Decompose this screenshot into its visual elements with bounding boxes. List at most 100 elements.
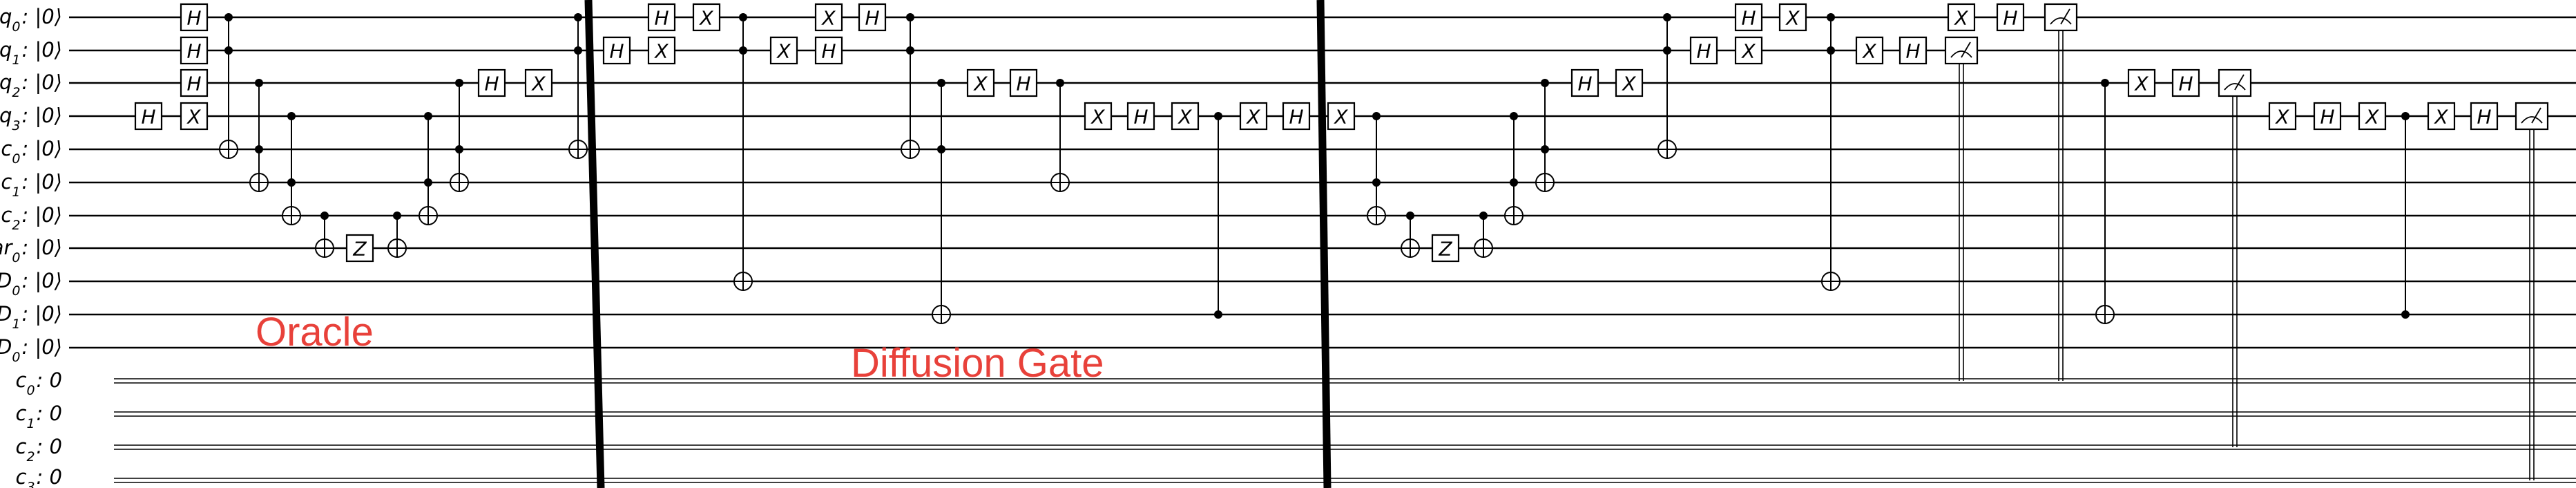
oracle-annotation: Oracle (256, 310, 374, 355)
control-dot (1827, 13, 1835, 21)
gate-h: H (858, 3, 887, 32)
gate-label: H (141, 106, 155, 129)
gate-box (858, 3, 887, 32)
barrier (1316, 0, 1332, 488)
classical-label-c3: c3: 0 (16, 465, 63, 488)
gate-h: H (1126, 102, 1155, 131)
gate-label: X (820, 7, 836, 30)
gate-label: X (530, 73, 546, 95)
gate-box (180, 102, 209, 131)
gate-label: X (186, 106, 201, 129)
classical-label-c0: c0: 0 (16, 368, 63, 398)
gate-x: X (1084, 102, 1113, 131)
gate-box (1996, 3, 2025, 32)
gate-box (2427, 102, 2456, 131)
gate-label: X (653, 40, 669, 63)
control-dot (455, 79, 463, 87)
control-dot (320, 212, 329, 220)
gate-box (2470, 102, 2499, 131)
gate-label: H (1289, 106, 1303, 129)
gate-box (345, 234, 374, 263)
control-dot (393, 212, 401, 220)
gate-label: X (1090, 106, 1105, 129)
gate-label: H (609, 40, 624, 63)
gate-h: H (1689, 36, 1718, 65)
gate-box (1570, 68, 1599, 97)
gate-label: H (2003, 7, 2017, 30)
gate-box (692, 3, 721, 32)
qubit-label-anc0: anc0: |0⟩ (0, 137, 62, 167)
gate-z: Z (1431, 234, 1460, 263)
gate-box (1855, 36, 1884, 65)
control-dot (1479, 212, 1488, 220)
gate-label: H (1016, 73, 1030, 95)
gate-label: H (1905, 40, 1920, 63)
gate-label: X (972, 73, 988, 95)
measure-gate (1944, 36, 1979, 65)
control-dot (1541, 79, 1549, 87)
gate-label: X (776, 40, 791, 63)
gate-z: Z (345, 234, 374, 263)
qubit-label-ancD1: ancD1: |0⟩ (0, 302, 62, 332)
gate-box (2313, 102, 2342, 131)
measure-needle (2060, 8, 2070, 25)
gate-label: H (2178, 73, 2193, 95)
control-dot (937, 145, 945, 153)
control-dot (1214, 112, 1222, 120)
gate-label: X (1740, 40, 1756, 63)
gate-box (602, 36, 631, 65)
control-dot (1663, 13, 1671, 21)
control-dot (739, 13, 747, 21)
gate-h: H (1282, 102, 1311, 131)
gate-label: H (484, 73, 499, 95)
gate-label: X (2433, 106, 2448, 129)
gate-label: X (1333, 106, 1348, 129)
control-dot (1663, 46, 1671, 55)
control-dot (1372, 112, 1381, 120)
measure-arc (2521, 116, 2543, 124)
gate-label: H (186, 40, 201, 63)
gate-x: X (692, 3, 721, 32)
gate-box (647, 36, 676, 65)
gate-h: H (2313, 102, 2342, 131)
gate-box (134, 102, 163, 131)
gate-label: H (1133, 106, 1148, 129)
control-dot (287, 112, 296, 120)
gate-x: X (769, 36, 798, 65)
gate-label: X (2133, 73, 2149, 95)
gate-box (2127, 68, 2156, 97)
control-dot (2101, 79, 2109, 87)
gate-box (1239, 102, 1268, 131)
gate-label: X (1177, 106, 1192, 129)
gate-box (180, 68, 209, 97)
control-dot (1541, 145, 1549, 153)
measure-box (1944, 36, 1979, 65)
gate-box (1734, 36, 1763, 65)
gate-h: H (647, 3, 676, 32)
gate-h: H (180, 36, 209, 65)
gate-box (1689, 36, 1718, 65)
measure-gate (2515, 102, 2549, 131)
gate-x: X (1239, 102, 1268, 131)
gate-label: H (1577, 73, 1592, 95)
gate-box (966, 68, 995, 97)
qubit-label-q2: q2: |0⟩ (0, 71, 62, 100)
qubit-label-tar0: tar0: |0⟩ (0, 236, 62, 265)
gate-box (1899, 36, 1928, 65)
gate-box (2268, 102, 2297, 131)
gate-box (180, 36, 209, 65)
gate-x: X (1615, 68, 1644, 97)
control-dot (1827, 46, 1835, 55)
control-dot (224, 46, 233, 55)
gate-h: H (2171, 68, 2200, 97)
gate-box (1171, 102, 1200, 131)
control-dot (224, 13, 233, 21)
measure-arc (2224, 83, 2246, 91)
gate-label: H (821, 40, 836, 63)
gate-box (1734, 3, 1763, 32)
measure-box (2044, 3, 2078, 32)
gate-label: Z (1438, 238, 1452, 261)
control-dot (937, 79, 945, 87)
gate-label: X (1785, 7, 1800, 30)
